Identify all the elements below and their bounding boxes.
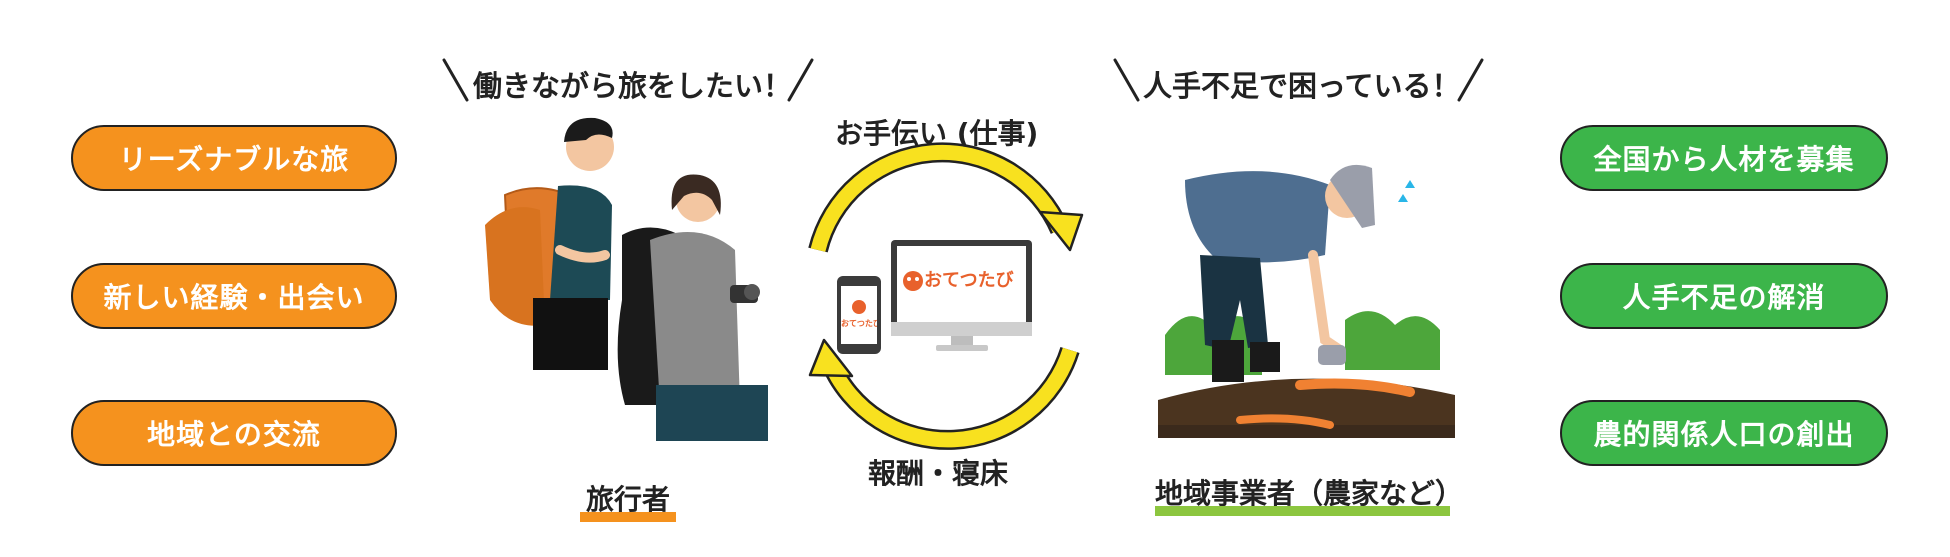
reward-arrow — [808, 338, 1080, 450]
business-benefit-1: 全国から人材を募集 — [1560, 125, 1888, 191]
traveler-underline — [580, 512, 676, 522]
traveler-man-illustration — [485, 117, 614, 370]
app-logo-text: おてつたび — [924, 270, 1014, 291]
traveler-benefit-3: 地域との交流 — [71, 400, 397, 466]
traveler-header-slashes — [442, 58, 814, 102]
help-arrow — [808, 142, 1084, 253]
business-header: 人手不足で困っている！ — [1143, 69, 1461, 103]
traveler-woman-illustration — [617, 174, 768, 441]
help-label: お手伝い (仕事) — [835, 117, 1039, 150]
business-header-slashes — [1113, 58, 1484, 102]
sweat-drop-icon — [1405, 180, 1415, 188]
business-benefit-2: 人手不足の解消 — [1560, 263, 1888, 329]
smartphone-icon — [837, 276, 881, 354]
traveler-role-label: 旅行者 — [585, 483, 670, 516]
business-benefit-3: 農的関係人口の創出 — [1560, 400, 1888, 466]
phone-logo-text: おてつたび — [841, 319, 877, 328]
traveler-benefit-2: 新しい経験・出会い — [71, 263, 397, 329]
business-role-label: 地域事業者（農家など） — [1155, 477, 1464, 510]
traveler-header: 働きながら旅をしたい！ — [473, 69, 793, 103]
business-underline — [1155, 506, 1450, 516]
farmer-illustration — [1158, 164, 1455, 438]
sweat-drop-icon — [1398, 194, 1408, 202]
traveler-benefit-1: リーズナブルな旅 — [71, 125, 397, 191]
brand-logo-icon — [903, 271, 923, 291]
reward-label: 報酬・寝床 — [868, 457, 1009, 490]
monitor-icon — [891, 240, 1032, 351]
